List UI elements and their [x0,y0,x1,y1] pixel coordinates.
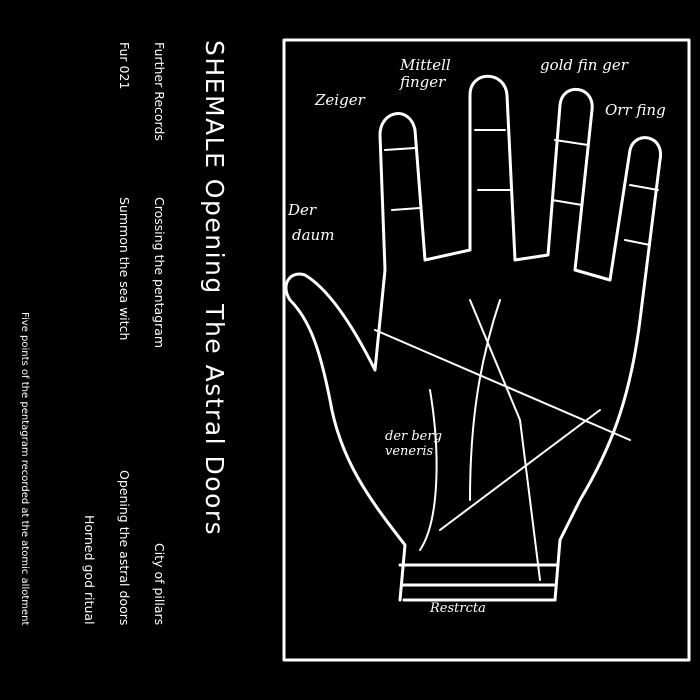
label-little-finger: Orr fing [605,101,666,119]
svg-text:finger: finger [399,73,446,91]
label-ring-finger: gold fin ger [540,56,629,74]
label-wrist: Restrcta [429,601,486,616]
svg-text:daum: daum [292,226,334,244]
track-1: Crossing the pentagram [152,197,167,349]
track-3: City of pillars [152,542,167,625]
label-thumb: Der [287,201,317,219]
bracelet-lines [398,563,560,602]
track-5: Horned god ritual [82,515,97,625]
track-2: Summon the sea witch [117,197,132,341]
artwork-frame [282,38,691,662]
catalog-number: Fur 021 [117,42,132,90]
label-middle-finger: Mittell [399,56,451,74]
recording-note: Five points of the pentagram recorded at… [19,311,30,625]
svg-text:veneris: veneris [385,444,433,459]
label-venus: der berg [385,429,442,444]
record-label: Further Records [152,42,167,141]
album-title: SHEMALE Opening The Astral Doors [200,40,229,537]
finger-creases [384,129,659,246]
hand-outline [284,74,662,602]
label-index-finger: Zeiger [314,91,366,109]
palm-lines [374,299,631,581]
track-4: Opening the astral doors [117,469,132,625]
